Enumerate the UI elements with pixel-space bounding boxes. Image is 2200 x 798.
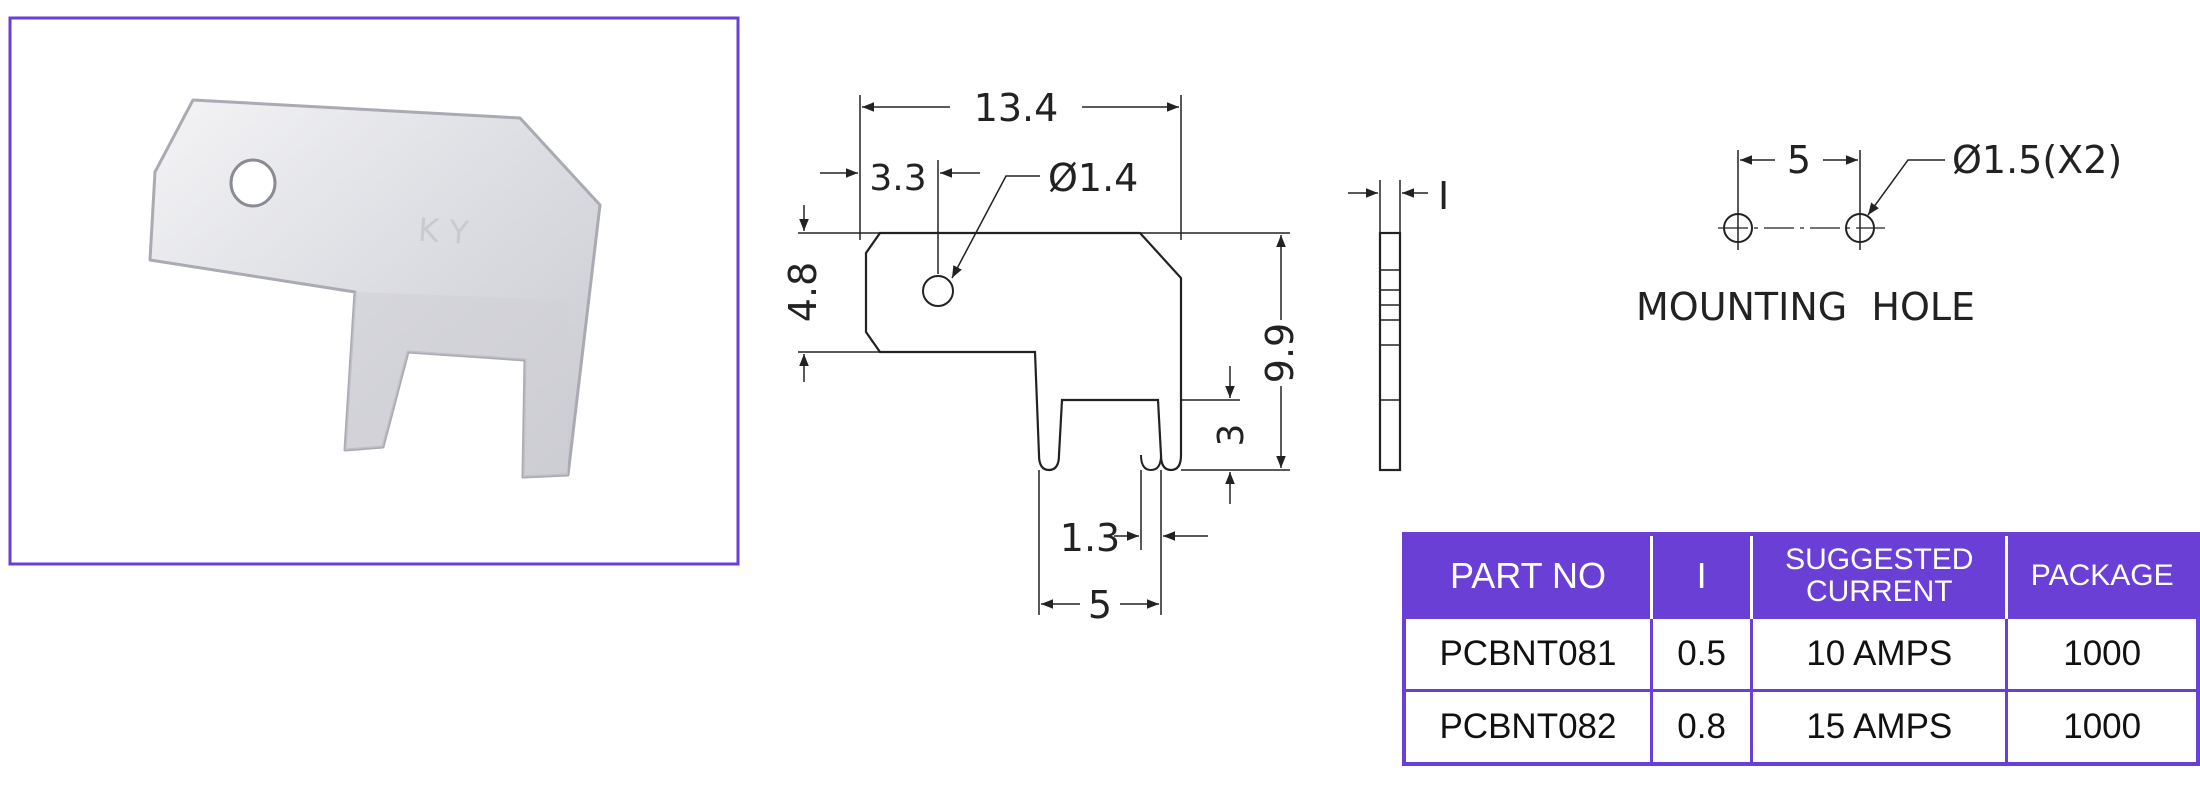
mounting-hole-title: MOUNTING HOLE — [1636, 285, 1975, 329]
dim-tab-height: 4.8 — [781, 262, 825, 322]
table-row: PCBNT082 0.8 15 AMPS 1000 — [1402, 689, 2200, 766]
table-header-row: PART NO I SUGGESTED CURRENT PACKAGE — [1404, 534, 2198, 618]
table-row: PCBNT081 0.5 10 AMPS 1000 — [1402, 616, 2200, 692]
side-view: I — [1348, 174, 1449, 472]
cell-part-no: PCBNT081 — [1402, 616, 1653, 692]
spec-table: PART NO I SUGGESTED CURRENT PACKAGE PCBN… — [1402, 532, 2200, 766]
mounting-hole-pattern: 5 Ø1.5(X2) MOUNTING HOLE — [1636, 138, 2122, 329]
front-view-pin-bottom-right — [1140, 454, 1162, 472]
dim-total-width: 13.4 — [974, 86, 1059, 130]
mounting-dim-pitch: 5 — [1787, 138, 1811, 182]
terminal-photo-shading — [345, 292, 568, 477]
terminal-photo-stamp: K Y — [417, 211, 471, 252]
product-photo: K Y — [8, 16, 740, 566]
header-part-no: PART NO — [1404, 534, 1652, 618]
cell-package: 1000 — [2005, 689, 2200, 766]
cell-thickness: 0.5 — [1649, 616, 1754, 692]
header-thickness: I — [1649, 534, 1752, 618]
cell-package: 1000 — [2005, 616, 2200, 692]
dim-pin-pitch: 5 — [1088, 583, 1112, 627]
terminal-photo-hole — [229, 158, 277, 208]
dim-pin-length: 3 — [1211, 424, 1252, 447]
front-view-outline — [864, 231, 1183, 472]
front-view: 13.4 3.3 Ø1.4 4.8 9.9 3 1.3 5 — [781, 86, 1302, 627]
mounting-hole-left — [1723, 213, 1753, 243]
dim-hole-offset: 3.3 — [869, 158, 926, 199]
cell-part-no: PCBNT082 — [1402, 689, 1653, 766]
front-view-hole — [922, 275, 954, 307]
dim-hole-diameter: Ø1.4 — [1048, 156, 1138, 200]
header-suggested-current: SUGGESTED CURRENT — [1750, 534, 2007, 618]
header-package: PACKAGE — [2005, 534, 2198, 618]
cell-current: 15 AMPS — [1750, 689, 2009, 766]
mounting-hole-right — [1845, 213, 1875, 243]
cell-current: 10 AMPS — [1750, 616, 2009, 692]
dim-pin-width: 1.3 — [1060, 516, 1120, 560]
mounting-dim-hole: Ø1.5(X2) — [1952, 138, 2122, 182]
header-current-line1: SUGGESTED — [1785, 543, 1974, 576]
dim-overall-height: 9.9 — [1258, 323, 1302, 383]
side-view-profile — [1378, 231, 1402, 472]
cell-thickness: 0.8 — [1649, 689, 1754, 766]
dim-thickness-label: I — [1438, 174, 1449, 218]
header-current-line2: CURRENT — [1805, 575, 1953, 608]
